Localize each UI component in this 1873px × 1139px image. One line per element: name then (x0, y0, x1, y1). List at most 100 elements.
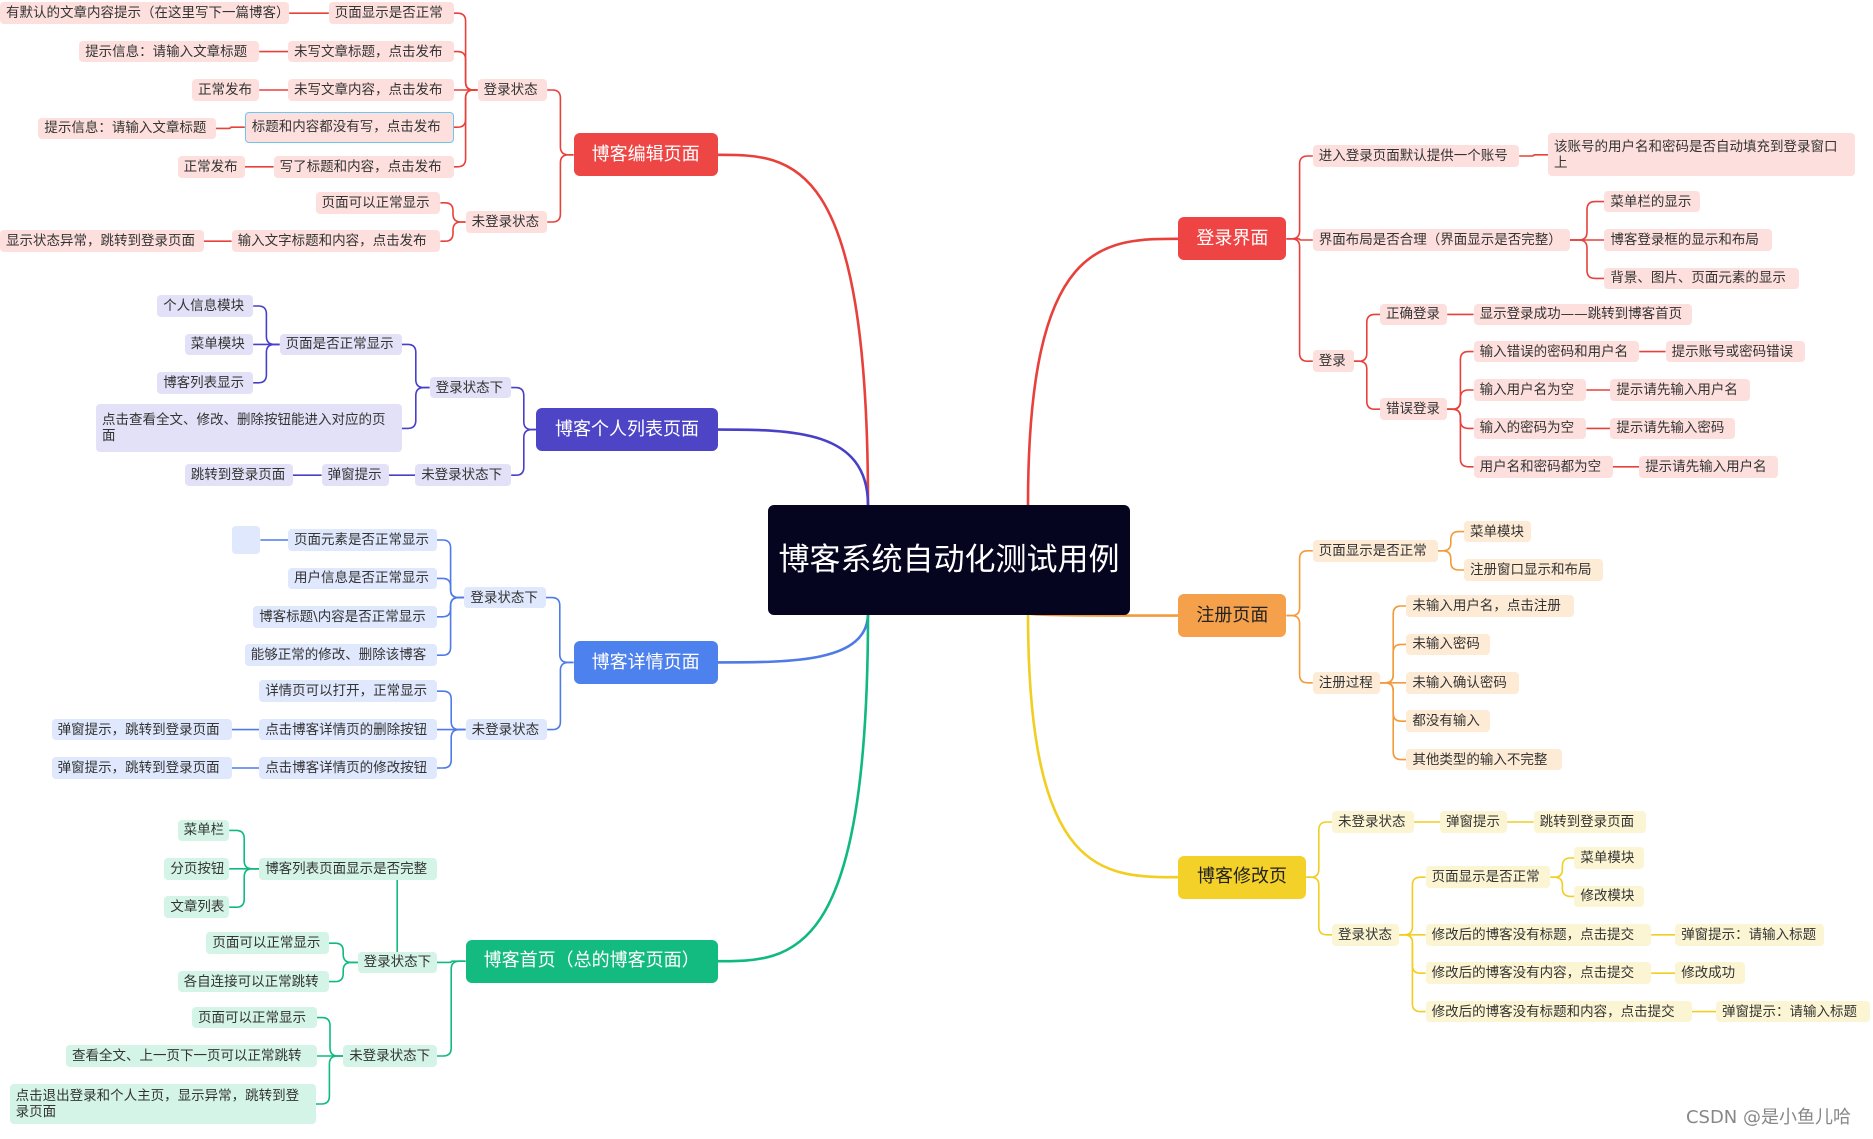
node-detail-9: 弹窗提示，跳转到登录页面 (51, 757, 232, 779)
connector-login-16 (1447, 408, 1474, 468)
connector-personal-3 (402, 343, 430, 389)
node-edit-6: 提示信息：请输入文章标题 (38, 117, 216, 140)
node-home-1: 分页按钮 (164, 858, 230, 880)
node-home-2: 文章列表 (164, 896, 230, 918)
connector-login-6 (1286, 238, 1313, 362)
node-edit-7: 标题和内容都没有写，点击发布 (244, 111, 454, 143)
node-register-2: 注册窗口显示和布局 (1464, 559, 1604, 581)
node-edit-13: 显示状态异常，跳转到登录页面 (0, 230, 204, 252)
node-edit-2: 提示信息：请输入文章标题 (79, 40, 260, 63)
node-home-3: 博客列表页面显示是否完整 (259, 858, 437, 880)
connector-home-0 (229, 829, 260, 870)
node-detail-7: 弹窗提示，跳转到登录页面 (51, 718, 232, 741)
node-login-16: 用户名和密码都为空 (1473, 456, 1613, 478)
connector-edit-6 (216, 126, 245, 130)
connector-modify-4 (1399, 876, 1426, 936)
connector-personal-2 (253, 343, 280, 384)
node-home-7: 页面可以正常显示 (192, 1006, 317, 1029)
connector-personal-5 (511, 386, 537, 431)
connector-home-7 (316, 1016, 344, 1057)
connector-home-10 (436, 960, 466, 1057)
node-edit-3: 未写文章标题，点击发布 (288, 40, 454, 63)
node-home-8: 查看全文、上一页下一页可以正常跳转 (66, 1045, 317, 1067)
node-login-6: 登录 (1312, 350, 1354, 372)
node-modify-4: 页面显示是否正常 (1425, 866, 1551, 888)
branch-login: 登录界面 (1178, 217, 1287, 261)
node-modify-6: 修改模块 (1574, 885, 1644, 908)
watermark: CSDN @是小鱼儿哈 (1685, 1107, 1851, 1128)
node-edit-8: 正常发布 (177, 156, 245, 178)
connector-modify-11 (1399, 934, 1426, 1013)
node-personal-0: 个人信息模块 (157, 295, 254, 317)
connector-modify-6 (1550, 876, 1575, 898)
connector-register-5 (1380, 643, 1407, 684)
node-modify-8: 弹窗提示：请输入标题 (1675, 924, 1824, 946)
connector-detail-6 (436, 690, 466, 731)
node-edit-14: 输入文字标题和内容，点击发布 (231, 230, 441, 252)
connector-personal-8 (511, 428, 537, 476)
connector-login-0 (1286, 155, 1313, 240)
node-register-8: 其他类型的输入不完整 (1406, 748, 1563, 771)
node-detail-0 (231, 525, 261, 555)
node-personal-7: 弹窗提示 (321, 464, 389, 486)
connector-modify-0 (1305, 821, 1332, 878)
connector-edit-11 (440, 202, 466, 223)
connector-edit-12 (547, 154, 574, 223)
connector-register-3 (1286, 614, 1313, 684)
connector-login-5 (1569, 239, 1605, 280)
node-modify-2: 跳转到登录页面 (1533, 811, 1647, 833)
node-login-2: 界面布局是否合理（界面显示是否完整） (1312, 229, 1570, 251)
connector-register-2 (1437, 550, 1464, 571)
node-home-10: 未登录状态下 (343, 1045, 437, 1067)
node-modify-1: 弹窗提示 (1440, 811, 1508, 833)
connector-edit-9 (453, 89, 478, 168)
node-login-9: 错误登录 (1380, 398, 1448, 420)
branch-register: 注册页面 (1178, 594, 1287, 638)
connector-register-0 (1286, 550, 1313, 617)
connector-login-9 (1353, 360, 1380, 410)
connector-login-7 (1353, 313, 1380, 362)
node-home-4: 页面可以正常显示 (206, 932, 329, 954)
node-register-3: 注册过程 (1312, 672, 1380, 694)
node-login-3: 菜单栏的显示 (1604, 190, 1701, 213)
connector-detail-11 (547, 661, 574, 731)
node-modify-10: 修改成功 (1675, 962, 1745, 984)
connector-personal (717, 428, 870, 506)
node-login-10: 输入错误的密码和用户名 (1473, 340, 1640, 363)
node-personal-5: 登录状态下 (429, 376, 512, 399)
connector-login-12 (1447, 389, 1474, 410)
node-login-7: 正确登录 (1380, 303, 1448, 326)
node-detail-3: 博客标题\内容是否正常显示 (253, 606, 437, 628)
connector-login-1 (1519, 154, 1548, 157)
connector-personal-0 (253, 305, 280, 346)
node-modify-3: 登录状态 (1332, 924, 1400, 946)
root-topic: 博客系统自动化测试用例 (768, 505, 1130, 615)
node-modify-5: 菜单模块 (1574, 847, 1644, 869)
node-register-0: 页面显示是否正常 (1312, 540, 1438, 562)
node-detail-4: 能够正常的修改、删除该博客 (244, 644, 437, 666)
connector-login (1026, 237, 1179, 506)
node-login-1: 该账号的用户名和密码是否自动填充到登录窗口上 (1548, 133, 1856, 177)
node-detail-6: 详情页可以打开，正常显示 (259, 680, 437, 702)
node-login-17: 提示请先输入用户名 (1639, 456, 1779, 478)
node-register-6: 未输入确认密码 (1406, 672, 1520, 694)
connector-edit-10 (547, 89, 574, 156)
connector-home-3 (357, 868, 437, 964)
connector-edit-14 (440, 221, 466, 242)
node-personal-3: 页面是否正常显示 (279, 333, 402, 356)
node-login-11: 提示账号或密码错误 (1665, 340, 1805, 363)
node-personal-8: 未登录状态下 (415, 464, 512, 486)
node-edit-11: 页面可以正常显示 (315, 192, 441, 214)
connector-login-2 (1286, 238, 1313, 241)
connector-detail-2 (436, 577, 465, 599)
node-login-13: 提示请先输入用户名 (1610, 379, 1750, 401)
node-detail-11: 未登录状态 (465, 718, 548, 741)
node-detail-8: 点击博客详情页的删除按钮 (259, 718, 437, 741)
node-register-4: 未输入用户名，点击注册 (1406, 595, 1575, 617)
node-register-1: 菜单模块 (1464, 520, 1532, 543)
connector-home (717, 613, 870, 963)
node-login-14: 输入的密码为空 (1473, 417, 1587, 440)
connector-edit (717, 153, 870, 506)
connector-register-1 (1437, 530, 1464, 552)
node-login-5: 背景、图片、页面元素的显示 (1604, 267, 1799, 290)
